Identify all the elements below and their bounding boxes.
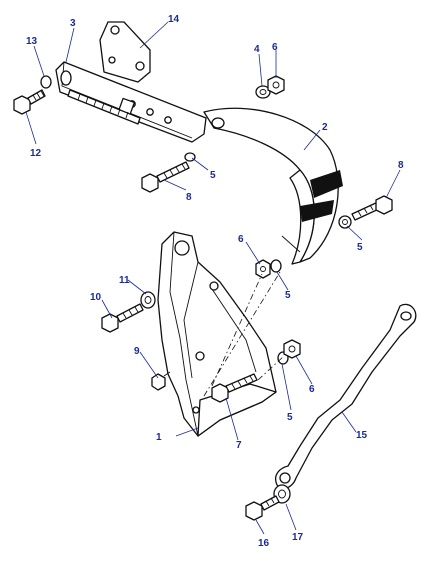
part-12-bolt bbox=[13, 89, 46, 115]
callout-6-b: 6 bbox=[238, 234, 244, 245]
callout-14: 14 bbox=[168, 14, 180, 25]
callout-4: 4 bbox=[254, 44, 260, 55]
part-4-washer bbox=[255, 85, 271, 99]
callout-16: 16 bbox=[258, 538, 270, 549]
part-7-bolt bbox=[211, 373, 258, 403]
part-10-bolt bbox=[101, 303, 144, 333]
part-8-bolt-left bbox=[141, 161, 190, 193]
leader-lines bbox=[25, 21, 401, 535]
part-16-bolt bbox=[245, 495, 280, 521]
part-5-washer-right bbox=[338, 215, 352, 229]
callout-5-d: 5 bbox=[287, 412, 293, 423]
callout-labels: 1 2 3 4 5 5 5 5 6 6 6 7 8 8 9 10 11 12 1… bbox=[26, 14, 404, 549]
callout-6-a: 6 bbox=[272, 42, 278, 53]
part-13-washer bbox=[40, 75, 52, 89]
part-17-washer bbox=[273, 484, 291, 504]
part-2-belt-guard bbox=[203, 107, 343, 265]
part-6-nut-top bbox=[267, 75, 285, 95]
part-5-spacer-upper bbox=[184, 152, 196, 162]
callout-13: 13 bbox=[26, 36, 38, 47]
part-6-nut-mid bbox=[255, 259, 271, 279]
callout-3: 3 bbox=[70, 18, 76, 29]
callout-7: 7 bbox=[236, 440, 242, 451]
callout-5-b: 5 bbox=[357, 242, 363, 253]
part-14-plate bbox=[99, 21, 151, 83]
callout-12: 12 bbox=[30, 148, 42, 159]
part-9-bolt bbox=[151, 371, 171, 391]
part-15-link-rod bbox=[274, 303, 417, 489]
assembly-lines bbox=[203, 271, 285, 397]
callout-9: 9 bbox=[134, 346, 140, 357]
part-8-bolt-right bbox=[351, 195, 393, 221]
callout-10: 10 bbox=[90, 292, 102, 303]
callout-11: 11 bbox=[119, 275, 130, 286]
part-3-adjuster-bar bbox=[55, 61, 207, 143]
part-5-washer-mid bbox=[270, 259, 282, 273]
callout-5-a: 5 bbox=[210, 170, 216, 181]
callout-8-a: 8 bbox=[186, 192, 192, 203]
callout-5-c: 5 bbox=[285, 290, 291, 301]
part-6-nut-lower bbox=[283, 339, 301, 359]
callout-8-b: 8 bbox=[398, 160, 404, 171]
part-11-washer bbox=[140, 291, 156, 309]
callout-17: 17 bbox=[292, 532, 304, 543]
callout-6-c: 6 bbox=[309, 384, 315, 395]
callout-2: 2 bbox=[322, 122, 328, 133]
callout-1: 1 bbox=[156, 432, 162, 443]
callout-15: 15 bbox=[356, 430, 368, 441]
